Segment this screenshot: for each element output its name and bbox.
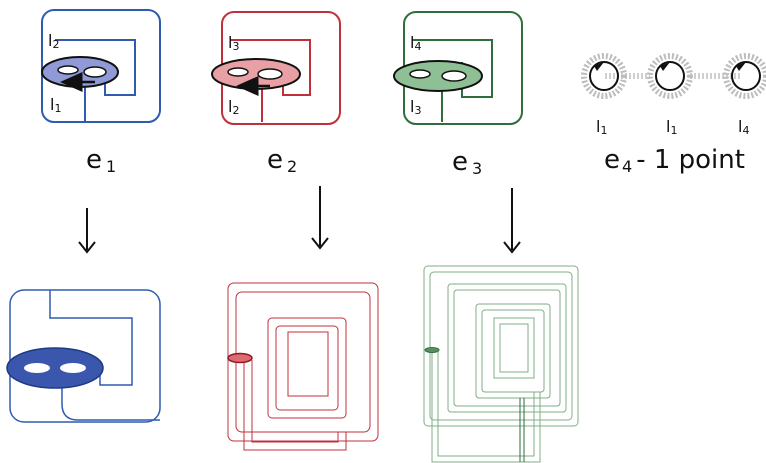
e1-top-label: l2 — [48, 31, 59, 51]
result-e1-surface — [6, 347, 104, 389]
e1-outer-loop — [41, 9, 161, 123]
result-e2-surface — [227, 352, 253, 364]
e3-surface — [393, 60, 483, 92]
e2-bottom-label: l2 — [228, 97, 239, 117]
result-e3-surface — [424, 347, 440, 353]
chain-label-3: l4 — [738, 117, 749, 137]
e1-bottom-label: l1 — [50, 95, 61, 115]
chain-circle-1 — [581, 53, 627, 99]
chain-label-2: l1 — [666, 117, 677, 137]
arrow-1 — [78, 208, 96, 254]
result-e3 — [423, 265, 579, 463]
e2-top-label: l3 — [228, 33, 239, 53]
chain-circle-2 — [647, 53, 693, 99]
chain-label-1: l1 — [596, 117, 607, 137]
e3-bottom-label: l3 — [410, 97, 421, 117]
chain-circle-3 — [723, 53, 766, 99]
arrow-2 — [311, 186, 329, 250]
e2-surface — [211, 58, 301, 90]
e3-top-label: l4 — [410, 33, 421, 53]
result-e1 — [6, 289, 161, 423]
result-e1-outer — [9, 289, 161, 423]
arrow-3 — [503, 188, 521, 254]
result-e2 — [227, 282, 379, 451]
